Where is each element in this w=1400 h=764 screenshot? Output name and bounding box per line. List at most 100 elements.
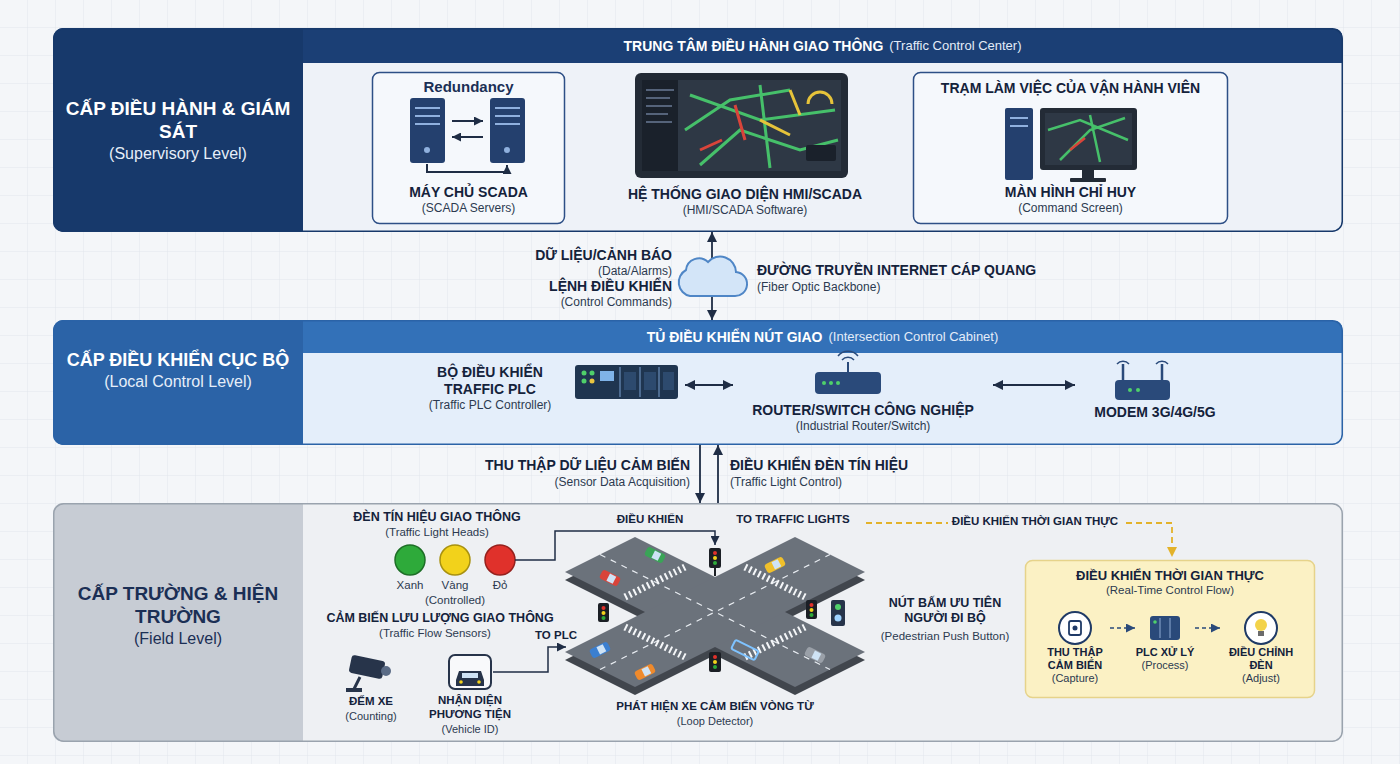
annotation-label: LỆNH ĐIỀU KHIỂN	[549, 278, 672, 294]
label-wrap: (Traffic Light Heads)	[337, 526, 537, 540]
label-wrap: ĐIỀU KHIỂN	[600, 513, 700, 527]
node-subtitle: (Process)	[1141, 659, 1188, 672]
vehicle-id-icon	[449, 655, 491, 689]
text-group: Redundancy	[376, 78, 561, 96]
workstation-computer	[1070, 138, 1085, 150]
traffic-light-pole	[713, 556, 717, 560]
annotation-label: TO TRAFFIC LIGHTS	[736, 513, 850, 525]
plc-icon	[620, 367, 659, 397]
node-subtitle: (SCADA Servers)	[422, 201, 515, 215]
hmi-monitor	[700, 105, 745, 150]
label-wrap: (Fiber Optic Backbone)	[757, 280, 1097, 294]
realtime-flow-box-fill	[1026, 561, 1315, 698]
intersection	[589, 641, 611, 659]
annotation-label: Vàng	[442, 579, 469, 591]
hmi-monitor	[685, 85, 838, 168]
traffic-light-heads	[440, 545, 470, 575]
text-group: HỆ THỐNG GIAO DIỆN HMI/SCADA(HMI/SCADA S…	[604, 186, 886, 217]
label-wrap: THU THẬP DỮ LIỆU CẢM BIẾN	[390, 457, 690, 474]
router-icon	[815, 372, 881, 394]
traffic-light-pole	[709, 652, 721, 672]
label-wrap: LỆNH ĐIỀU KHIỂN	[412, 278, 672, 295]
annotation-label: Xanh	[397, 579, 424, 591]
annotation-label: (Traffic Light Control)	[730, 475, 842, 489]
annotation-label: (Pedestrian Push Button)	[881, 630, 1010, 642]
traffic-light-pole	[602, 606, 606, 610]
level-band: CẤP ĐIỀU KHIỂN CỤC BỘ(Local Control Leve…	[53, 320, 1343, 445]
node-title: CẤP ĐIỀU HÀNH & GIÁM SÁT	[63, 98, 293, 144]
annotation-label: (Data/Alarms)	[598, 264, 672, 278]
text-group: ĐIỀU KHIỂN THỜI GIAN THỰC(Real-Time Cont…	[1029, 568, 1311, 597]
level-band-fill	[53, 28, 1343, 232]
node-title: ĐIỀU KHIỂN THỜI GIAN THỰC	[1076, 568, 1264, 584]
node-title: Redundancy	[423, 78, 513, 96]
annotation-label: (Vehicle ID)	[442, 723, 499, 735]
level-band-fill	[53, 320, 303, 445]
annotation-label: ĐIỀU KHIỂN ĐÈN TÍN HIỆU	[730, 457, 908, 473]
adjust-icon	[1245, 612, 1277, 644]
annotation-label: NHẬN DIỆN PHƯƠNG TIỆN	[429, 694, 511, 720]
node-subtitle: (Local Control Level)	[104, 372, 252, 391]
node-subtitle: (Adjust)	[1242, 672, 1280, 685]
capture-icon	[1073, 626, 1078, 631]
workstation-box-fill	[914, 73, 1228, 224]
intersection	[771, 559, 781, 569]
annotation-label: PHÁT HIỆN XE CẢM BIẾN VÒNG TỪ	[616, 700, 813, 712]
label-wrap: TO TRAFFIC LIGHTS	[728, 513, 858, 527]
intersection	[589, 641, 611, 659]
workstation-computer	[1005, 108, 1137, 182]
label-wrap: (Counting)	[331, 710, 411, 723]
router-icon	[836, 381, 840, 385]
text-group: ĐIỀU CHỈNH ĐÈN(Adjust)	[1220, 646, 1302, 686]
annotation-label: DỮ LIỆU/CẢNH BÁO	[535, 247, 672, 263]
traffic-light-pole	[714, 568, 716, 576]
annotation-label: THU THẬP DỮ LIỆU CẢM BIẾN	[485, 457, 690, 473]
text-group: TRẠM LÀM VIỆC CỦA VẬN HÀNH VIÊN	[917, 80, 1224, 97]
annotation-label: TO PLC	[535, 629, 577, 641]
plc-icon	[590, 379, 595, 384]
scada-server-icons	[504, 147, 510, 153]
workstation-computer	[1070, 178, 1106, 182]
plc-icon	[600, 371, 614, 381]
scada-server-icons	[452, 136, 483, 138]
node-subtitle: (Field Level)	[134, 629, 222, 648]
label-wrap: PHÁT HIỆN XE CẢM BIẾN VÒNG TỪ	[590, 700, 840, 714]
node-title: TRUNG TÂM ĐIỀU HÀNH GIAO THÔNG	[624, 38, 884, 55]
label-wrap: Đỏ	[478, 579, 522, 593]
label-wrap: ĐIỀU KHIỂN THỜI GIAN THỰC	[920, 515, 1150, 529]
plc-icon	[624, 372, 636, 390]
control-cabinet-panel: TỦ ĐIỀU KHIỂN NÚT GIAO(Intersection Cont…	[303, 321, 1342, 444]
traffic-light-pole	[709, 548, 721, 568]
hmi-monitor	[808, 92, 832, 104]
intersection	[634, 663, 656, 681]
level-band: CẤP ĐIỀU HÀNH & GIÁM SÁT(Supervisory Lev…	[53, 28, 1343, 232]
label-wrap: ĐẾM XE	[331, 695, 411, 709]
scada-server-icons	[410, 98, 525, 172]
node-title: TỦ ĐIỀU KHIỂN NÚT GIAO	[647, 329, 823, 346]
traffic-light-pole	[806, 600, 817, 619]
level-band-fill	[53, 503, 1343, 742]
traffic-light-pole	[806, 600, 817, 619]
modem-icon	[1115, 361, 1170, 400]
flow-step: PLC XỬ LÝ(Process)	[1135, 606, 1195, 692]
node-subtitle: MÀN HÌNH CHỈ HUY	[1005, 184, 1136, 201]
label-wrap: Vàng	[433, 579, 477, 593]
control-cabinet-panel-fill	[303, 321, 1342, 353]
node-title: TRẠM LÀM VIỆC CỦA VẬN HÀNH VIÊN	[941, 80, 1200, 97]
counting-camera-icon	[381, 666, 391, 676]
router-icon	[829, 381, 833, 385]
workstation-computer	[1005, 108, 1033, 180]
intersection	[625, 567, 805, 657]
modem-icon	[1136, 388, 1140, 392]
traffic-light-pole	[810, 603, 814, 607]
label-wrap: (Control Commands)	[412, 295, 672, 309]
control-center-panel: TRUNG TÂM ĐIỀU HÀNH GIAO THÔNG(Traffic C…	[303, 29, 1342, 231]
traffic-light-pole	[602, 616, 606, 620]
data-link	[717, 445, 719, 503]
node-subtitle: (Traffic PLC Controller)	[429, 398, 552, 412]
level-band-outline	[54, 321, 1343, 445]
level-band-fill	[53, 503, 1343, 742]
node-subtitle: (HMI/SCADA Software)	[683, 203, 808, 217]
flow-step: ĐIỀU CHỈNH ĐÈN(Adjust)	[1220, 606, 1302, 692]
